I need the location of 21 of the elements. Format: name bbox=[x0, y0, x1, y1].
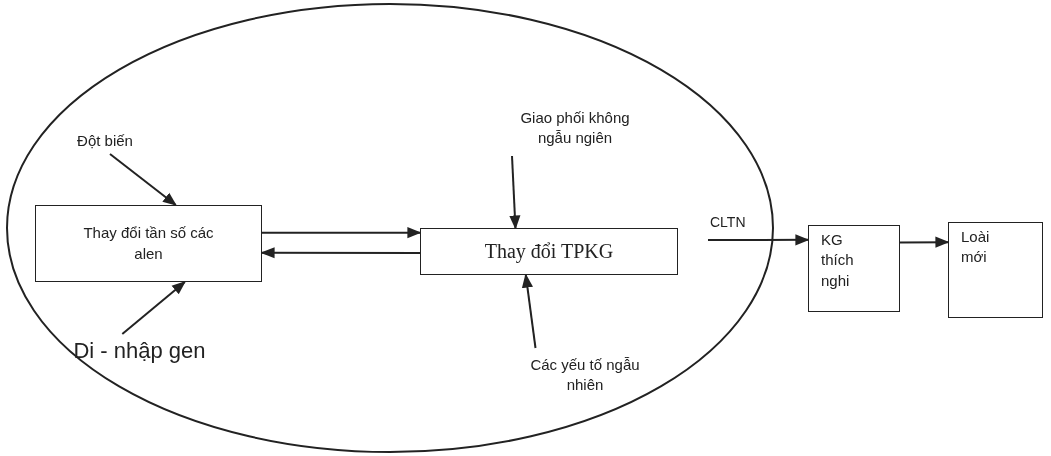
arrow bbox=[899, 236, 950, 248]
process-box bbox=[948, 222, 1043, 318]
box-text: Loài mới bbox=[961, 227, 991, 268]
box-text: Thay đổi TPKG bbox=[484, 239, 614, 265]
process-box bbox=[35, 205, 262, 282]
process-box bbox=[808, 225, 900, 312]
arrow bbox=[260, 247, 421, 259]
factor-label: Giao phối không ngẫu ngiên bbox=[505, 100, 645, 156]
box-text: Thay đổi tần số các alen bbox=[82, 223, 215, 264]
box-text: KG thích nghi bbox=[821, 230, 855, 291]
arrow bbox=[707, 234, 810, 246]
edge-label: CLTN bbox=[708, 214, 748, 230]
arrow bbox=[121, 281, 186, 335]
process-box bbox=[420, 228, 678, 275]
arrow bbox=[261, 227, 422, 239]
arrow bbox=[109, 153, 177, 206]
arrow bbox=[509, 155, 521, 230]
factor-label: Đột biến bbox=[55, 128, 155, 154]
arrow bbox=[521, 273, 537, 349]
factor-label: Các yếu tố ngẫu nhiên bbox=[530, 348, 640, 402]
factor-label: Di - nhập gen bbox=[32, 334, 247, 368]
